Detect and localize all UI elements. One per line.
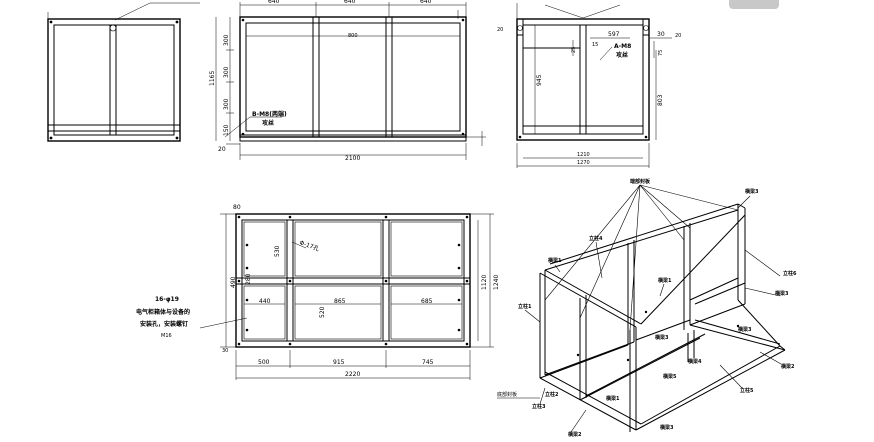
- plan-width-2: 915: [333, 359, 345, 366]
- side-width-inner: 1210: [577, 152, 590, 158]
- side-small-4: 15: [592, 42, 598, 48]
- plan-left-4: 520: [319, 306, 326, 318]
- iso-label-16: 横梁3: [654, 334, 669, 341]
- side-height-2: 803: [657, 94, 664, 106]
- plan-inner-1: 440: [259, 298, 271, 305]
- front-height-2: 300: [223, 66, 230, 78]
- iso-label-0: 立柱4: [589, 235, 603, 242]
- plan-hole-dia: Φ-17孔: [298, 238, 320, 253]
- iso-bottom-label: 底部封板: [497, 391, 517, 398]
- plan-width-1: 500: [258, 359, 270, 366]
- plan-inner-2: 865: [334, 298, 346, 305]
- plan-width-3: 745: [422, 359, 434, 366]
- iso-label-12: 横梁3: [659, 424, 674, 431]
- side-small-3: 25: [571, 47, 577, 53]
- iso-label-13: 立柱3: [532, 403, 546, 410]
- front-height-1: 300: [223, 34, 230, 46]
- iso-label-17: 立柱6: [783, 270, 797, 277]
- side-callout-sub: 攻丝: [616, 51, 628, 59]
- front-height-4: 150: [223, 124, 230, 136]
- side-small-1: 20: [497, 27, 503, 33]
- front-width-3: 640: [420, 0, 432, 5]
- plan-left-3: 490: [230, 276, 237, 288]
- front-foot-dim: 20: [218, 146, 226, 153]
- iso-label-6: 横梁3: [774, 290, 789, 297]
- plan-bottom-dim: 30: [222, 348, 228, 354]
- side-view: 597 30 20 20 25 15 75 945 803 A-M8 攻丝 12…: [497, 3, 681, 168]
- side-callout: A-M8: [614, 43, 631, 50]
- front-height-total: 1165: [209, 71, 216, 86]
- iso-label-5: 横梁3: [744, 188, 759, 195]
- front-callout-sub: 攻丝: [262, 119, 274, 127]
- plan-height-total: 1240: [493, 275, 500, 290]
- plan-left-1: 530: [274, 245, 281, 257]
- plan-note-2: 电气柜箱体与设备的: [136, 308, 190, 316]
- iso-label-2: 立柱1: [518, 303, 532, 310]
- iso-label-15: 横梁3: [737, 326, 752, 333]
- iso-label-7: 横梁2: [780, 363, 795, 370]
- front-width-1: 640: [268, 0, 280, 5]
- plan-top-dim: 80: [233, 204, 241, 211]
- iso-top-label: 端部封板: [630, 178, 651, 185]
- iso-label-11: 横梁2: [567, 431, 582, 438]
- side-small-2: 20: [675, 33, 681, 39]
- window-tab[interactable]: [729, 0, 779, 9]
- side-height-1: 945: [536, 74, 543, 86]
- plan-left-2: 280: [245, 273, 252, 285]
- front-height-3: 300: [223, 98, 230, 110]
- side-small-5: 75: [658, 50, 664, 56]
- plan-note-1: 16-φ19: [155, 296, 179, 303]
- iso-label-10: 横梁5: [662, 373, 677, 380]
- side-dim-1: 597: [608, 31, 620, 38]
- plan-inner-3: 685: [421, 298, 433, 305]
- iso-label-14: 横梁1: [605, 395, 620, 402]
- plan-view: 80 30 530 280 490 520 Φ-17孔 440 865 685 …: [136, 204, 500, 380]
- iso-label-8: 横梁4: [687, 358, 702, 365]
- iso-label-3: 立柱2: [545, 391, 559, 398]
- end-view: [47, 2, 200, 142]
- plan-note-3: 安装孔，安装螺钉: [140, 320, 188, 328]
- front-center-label: 800: [348, 33, 358, 39]
- front-width-total: 2100: [345, 155, 360, 162]
- iso-view: 端部封板 立柱4 横梁1 立柱1 立柱2 横梁1 横梁3 横梁3 横梁2 横梁4…: [497, 178, 797, 438]
- iso-label-4: 横梁1: [657, 277, 672, 284]
- plan-height-inner: 1120: [481, 275, 488, 290]
- front-width-2: 640: [344, 0, 356, 5]
- iso-label-9: 立柱5: [740, 387, 754, 394]
- iso-label-1: 横梁1: [547, 257, 562, 264]
- front-callout: B-M8(两端): [252, 110, 287, 118]
- front-view: 640 640 640 800 300 300 300 150 1165 20 …: [209, 0, 486, 162]
- plan-note-4: M16: [161, 333, 172, 339]
- side-width-total: 1270: [577, 160, 590, 166]
- side-dim-2: 30: [657, 31, 665, 38]
- plan-width-total: 2220: [345, 371, 360, 378]
